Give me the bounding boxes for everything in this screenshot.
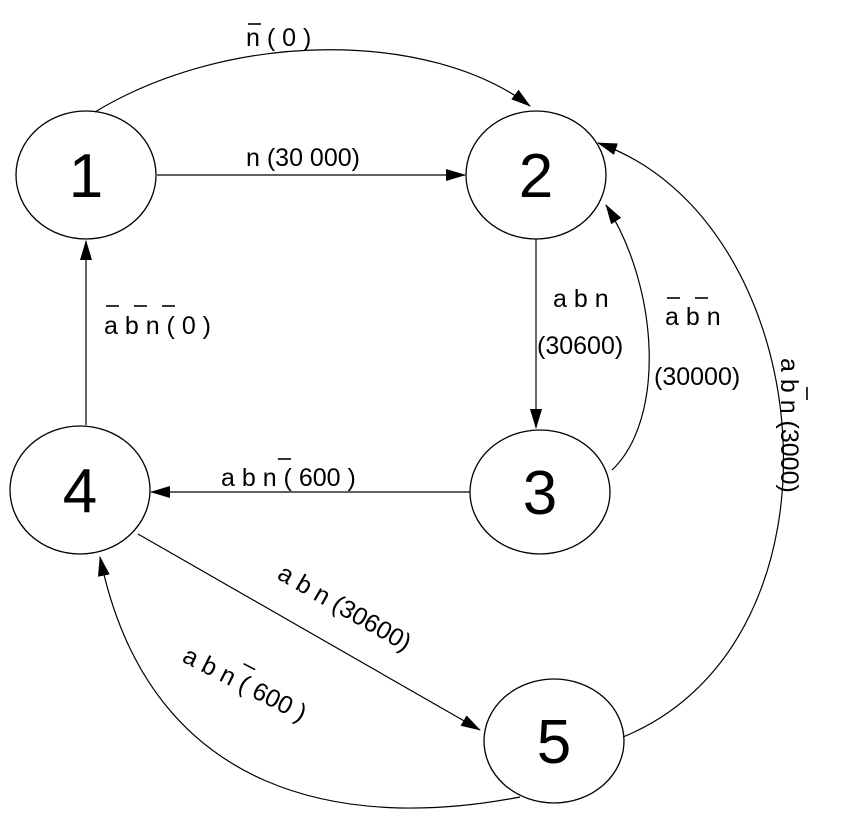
- state-3: 3: [469, 429, 611, 555]
- state-5: 5: [483, 678, 625, 804]
- state-3-label: 3: [523, 459, 557, 528]
- edge-1-2-straight: n (30 000): [157, 144, 466, 181]
- edge-4-1: a b n ( 0 ): [80, 240, 211, 425]
- edge-2-3: a b n (30600): [530, 239, 623, 429]
- edge-label-abn-line1: a b n: [553, 285, 609, 313]
- edge-3-4: a b n ( 600 ): [150, 458, 470, 498]
- state-4: 4: [9, 425, 151, 555]
- state-2: 2: [465, 110, 607, 240]
- edge-label-abn-line2: (30000): [654, 363, 740, 391]
- state-5-label: 5: [537, 708, 571, 777]
- edge-1-2-top: n ( 0 ): [94, 23, 531, 113]
- negation-bar-n: [243, 662, 256, 671]
- edge-label-abn-30600: a b n (30600): [273, 559, 416, 657]
- edge-label-abn-3000: a b n (3000): [775, 358, 803, 493]
- edge-label-abn-600: a b n ( 600 ): [221, 464, 356, 492]
- edge-label-abn-600: a b n ( 600 ): [178, 641, 311, 727]
- edge-label-n-0: n ( 0 ): [246, 24, 311, 52]
- edge-label-n-30000: n (30 000): [246, 144, 360, 172]
- edge-label-abn-line1: a b n: [665, 303, 721, 331]
- edge-label-abn-0: a b n ( 0 ): [104, 312, 211, 340]
- state-1-label: 1: [69, 142, 103, 211]
- edge-3-2: a b n (30000): [605, 204, 740, 471]
- edge-5-2: a b n (3000): [597, 142, 808, 738]
- state-4-label: 4: [63, 457, 97, 526]
- state-1: 1: [15, 110, 157, 240]
- state-2-label: 2: [519, 142, 553, 211]
- edge-label-abn-line2: (30600): [537, 332, 623, 360]
